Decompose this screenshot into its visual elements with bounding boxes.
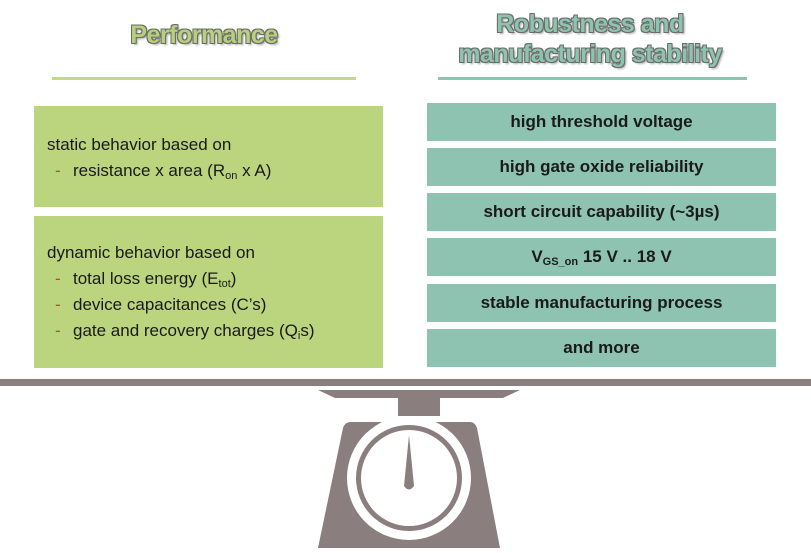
- bullet-dash: -: [55, 269, 61, 288]
- dynamic-bullet: - gate and recovery charges (Qis): [47, 318, 383, 344]
- robustness-item-text: high threshold voltage: [510, 112, 693, 131]
- bullet-dash: -: [55, 321, 61, 340]
- robustness-item-text: high gate oxide reliability: [499, 157, 704, 176]
- static-bullet: - resistance x area (Ron x A): [47, 158, 383, 184]
- bullet-subscript: on: [225, 170, 238, 182]
- bullet-dash: -: [55, 295, 61, 314]
- robustness-item-text: stable manufacturing process: [480, 293, 723, 312]
- dynamic-behavior-box: dynamic behavior based on - total loss e…: [34, 216, 383, 368]
- performance-underline: [52, 77, 356, 80]
- bullet-subscript: i: [297, 330, 301, 342]
- robustness-item-threshold-voltage: high threshold voltage: [427, 103, 776, 141]
- bullet-text-main: total loss energy (E: [73, 269, 219, 288]
- bullet-text-main: gate and recovery charges (Q: [73, 321, 298, 340]
- scale-neck: [398, 398, 440, 416]
- bullet-subscript: tot: [218, 278, 231, 290]
- bullet-text-main: resistance x area (R: [73, 161, 226, 180]
- bullet-text: device capacitances (C’s): [73, 292, 266, 318]
- robustness-item-vgs-range: VGS_on 15 V .. 18 V: [427, 238, 776, 276]
- robustness-item-and-more: and more: [427, 329, 776, 367]
- scale-platform: [318, 390, 520, 398]
- scale-needle: [404, 435, 414, 490]
- robustness-underline: [438, 77, 747, 80]
- bullet-text-tail: ): [230, 269, 237, 288]
- bullet-text-main: device capacitances (C’s): [73, 295, 267, 314]
- static-behavior-box: static behavior based on - resistance x …: [34, 106, 383, 207]
- performance-heading: Performance: [130, 21, 278, 49]
- robustness-heading: Robustness and manufacturing stability: [430, 9, 750, 69]
- robustness-item-short-circuit: short circuit capability (~3µs): [427, 193, 776, 231]
- bullet-text-tail: x A): [237, 161, 272, 180]
- robustness-item-tail: 15 V .. 18 V: [578, 247, 672, 266]
- robustness-item-text: and more: [563, 338, 640, 357]
- robustness-item-text: short circuit capability (~3µs): [483, 202, 720, 221]
- balance-bar: [0, 379, 811, 386]
- robustness-item-subscript: GS_on: [542, 256, 579, 268]
- robustness-item-gate-oxide: high gate oxide reliability: [427, 148, 776, 186]
- bullet-text: gate and recovery charges (Qis): [73, 318, 315, 344]
- bullet-text-tail: s): [300, 321, 315, 340]
- bullet-dash: -: [55, 161, 61, 180]
- bullet-text: total loss energy (Etot): [73, 266, 236, 292]
- dynamic-behavior-title: dynamic behavior based on: [47, 243, 255, 262]
- robustness-heading-line2: manufacturing stability: [458, 40, 722, 68]
- dynamic-bullet: - device capacitances (C’s): [47, 292, 383, 318]
- static-behavior-title: static behavior based on: [47, 135, 232, 154]
- bullet-text: resistance x area (Ron x A): [73, 158, 271, 184]
- robustness-heading-line1: Robustness and: [496, 10, 684, 38]
- robustness-item-manufacturing: stable manufacturing process: [427, 284, 776, 322]
- robustness-item-text: V: [531, 247, 543, 266]
- dynamic-bullet: - total loss energy (Etot): [47, 266, 383, 292]
